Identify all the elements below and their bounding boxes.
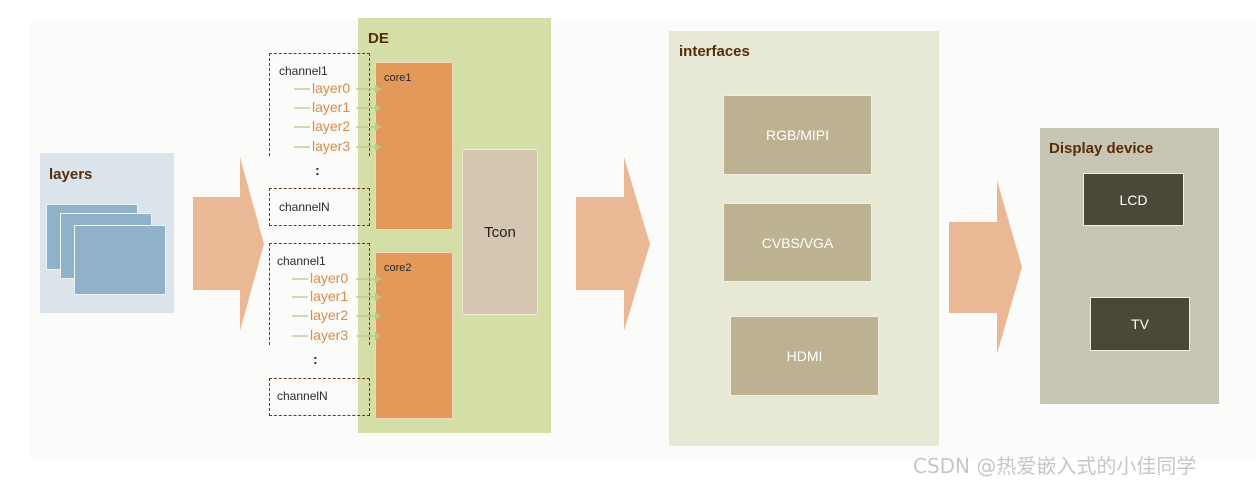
ellipsis-2: : xyxy=(313,351,318,367)
layer-card-front xyxy=(74,225,166,295)
display-lcd: LCD xyxy=(1083,173,1184,226)
arrow-de-to-interfaces xyxy=(576,157,650,331)
core1-layer2: layer2 xyxy=(312,118,351,134)
arrow-layers-to-de xyxy=(193,157,264,331)
tcon-box: Tcon xyxy=(462,149,538,315)
core1-box xyxy=(375,62,453,230)
layers-panel: layers xyxy=(40,153,174,313)
channel1-label-2: channel1 xyxy=(277,254,326,268)
core2-box xyxy=(375,252,453,419)
channelN-label-2: channelN xyxy=(277,389,328,403)
channel1-label-1: channel1 xyxy=(279,64,328,78)
channelN-label-1: channelN xyxy=(279,200,330,214)
display-device-title: Display device xyxy=(1049,140,1154,157)
core2-layer2: layer2 xyxy=(310,307,349,323)
core1-layer0: layer0 xyxy=(312,80,351,96)
interface-hdmi: HDMI xyxy=(730,316,879,396)
core1-layer3: layer3 xyxy=(312,138,351,154)
layers-title: layers xyxy=(49,166,93,183)
channel-group-2-top xyxy=(269,243,370,345)
core2-label: core2 xyxy=(384,262,412,274)
core2-layer0: layer0 xyxy=(310,270,349,286)
tcon-label: Tcon xyxy=(484,223,516,241)
core1-label: core1 xyxy=(384,72,412,84)
interface-hdmi-label: HDMI xyxy=(786,348,823,364)
core2-layer1: layer1 xyxy=(310,288,349,304)
core1-layer1: layer1 xyxy=(312,99,351,115)
display-lcd-label: LCD xyxy=(1119,191,1148,208)
interface-rgb-mipi-label: RGB/MIPI xyxy=(765,127,829,143)
interface-cvbs-vga: CVBS/VGA xyxy=(723,203,872,282)
display-device-panel xyxy=(1040,128,1219,404)
interfaces-title: interfaces xyxy=(679,43,750,60)
arrow-interfaces-to-display xyxy=(949,180,1022,354)
display-tv-label: TV xyxy=(1131,316,1149,332)
de-title: DE xyxy=(368,30,389,47)
ellipsis-1: : xyxy=(315,162,320,178)
display-tv: TV xyxy=(1090,297,1190,351)
interface-cvbs-vga-label: CVBS/VGA xyxy=(761,234,834,251)
interface-rgb-mipi: RGB/MIPI xyxy=(723,95,872,175)
watermark: CSDN @热爱嵌入式的小佳同学 xyxy=(913,454,1197,478)
channel-group-1-top xyxy=(269,53,370,156)
channelN-box-2 xyxy=(269,378,370,416)
core2-layer3: layer3 xyxy=(310,327,349,343)
channelN-box-1 xyxy=(269,188,370,226)
